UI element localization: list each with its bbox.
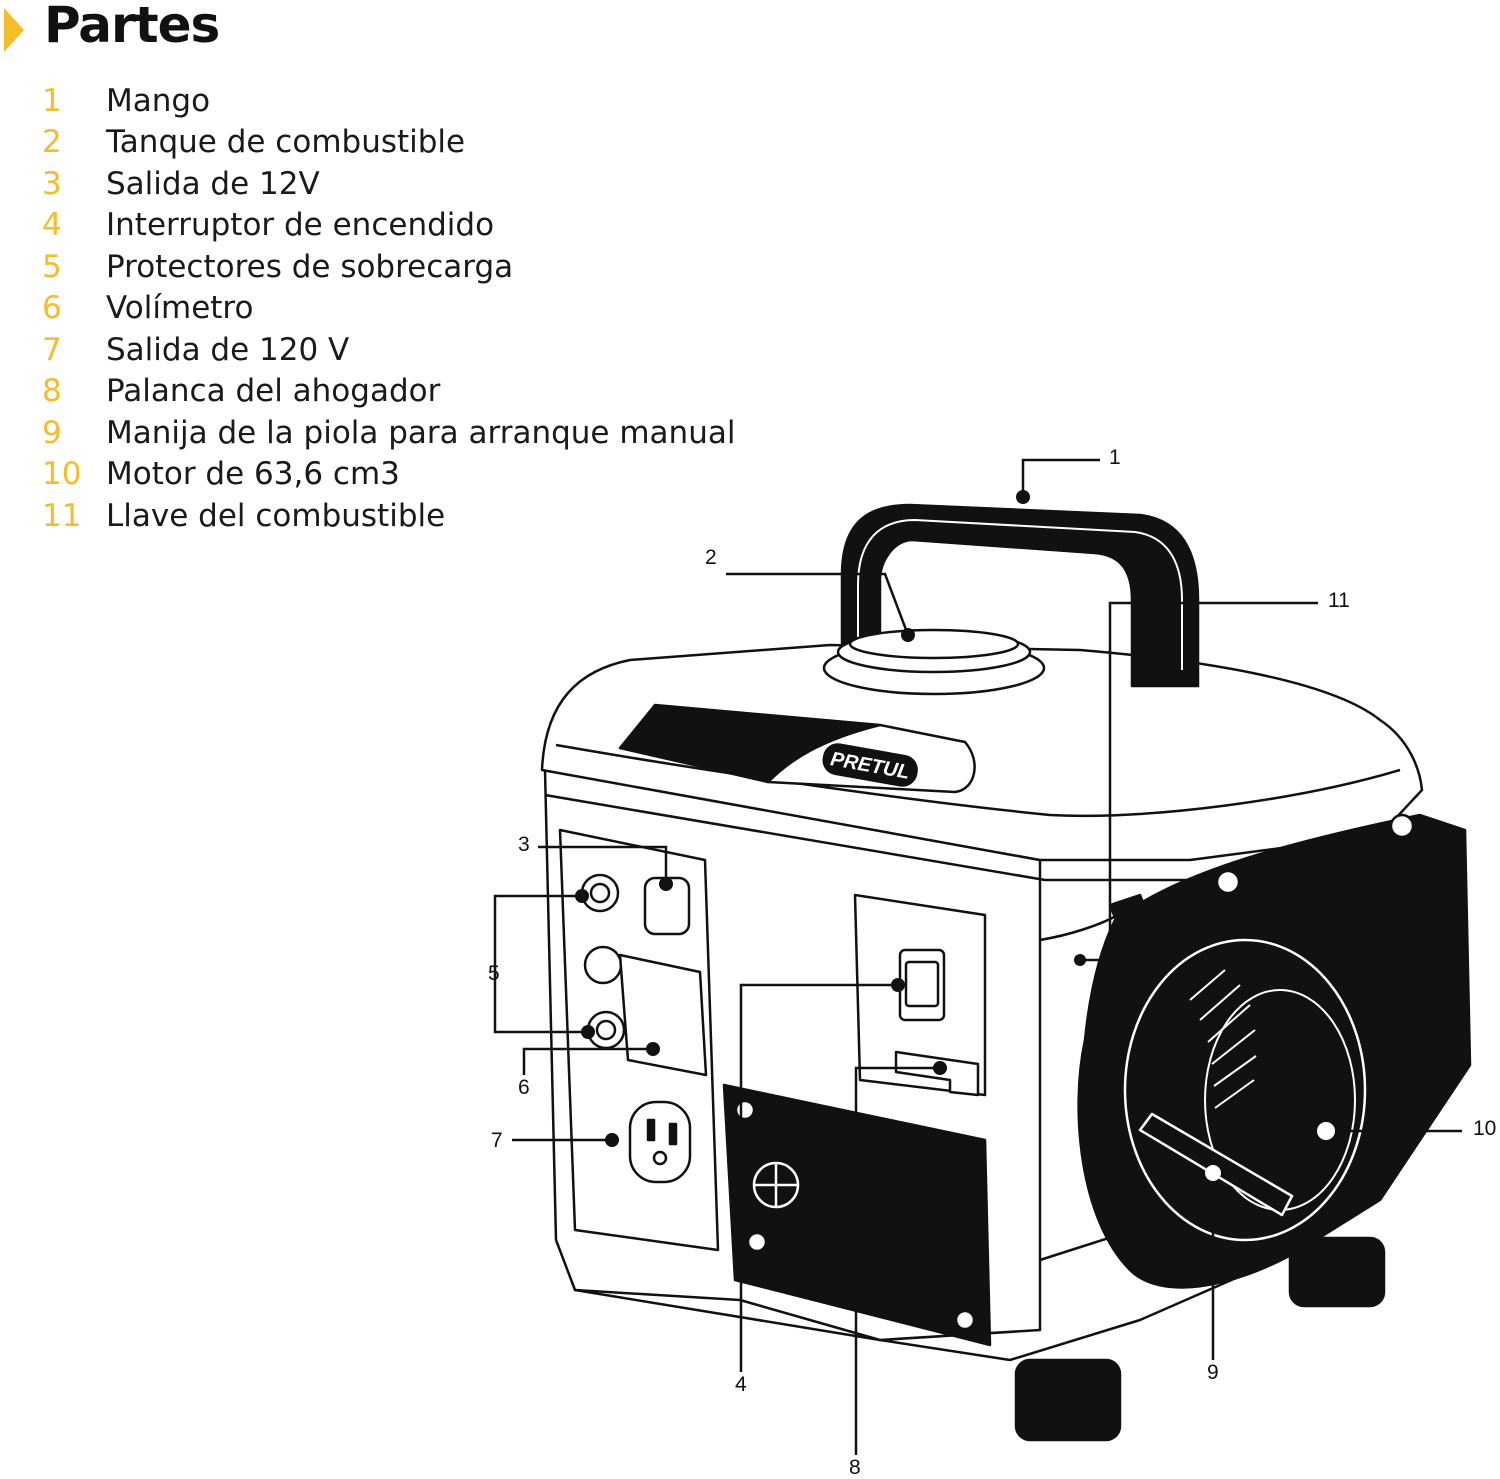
part-label: Mango [106, 82, 211, 119]
pull-handle [1138, 1112, 1294, 1217]
panel-screw-icon [746, 1231, 768, 1253]
panel-screw-icon [954, 1309, 976, 1331]
part-number: 6 [42, 290, 62, 327]
list-item: 1 Mango [42, 80, 735, 122]
gauge-ring [583, 945, 623, 985]
callout-10: 10 [1473, 1117, 1496, 1140]
list-item: 10 Motor de 63,6 cm3 [42, 454, 735, 496]
part-number: 8 [42, 373, 62, 410]
part-label: Palanca del ahogador [106, 373, 441, 410]
part-label: Protectores de sobrecarga [106, 248, 514, 285]
callout-8: 8 [849, 1456, 861, 1479]
callout-6: 6 [518, 1076, 530, 1099]
fuel-line [1039, 913, 1119, 942]
list-item: 2 Tanque de combustible [42, 122, 735, 164]
part-number: 5 [42, 248, 62, 285]
part-number: 3 [42, 165, 62, 202]
part-label: Llave del combustible [106, 497, 446, 534]
part-number: 7 [42, 331, 62, 368]
list-item: 7 Salida de 120 V [42, 329, 735, 371]
list-item: 8 Palanca del ahogador [42, 371, 735, 413]
callout-4: 4 [735, 1373, 747, 1396]
page-title: Partes [44, 0, 220, 54]
part-label: Motor de 63,6 cm3 [106, 456, 400, 493]
part-label: Salida de 12V [106, 165, 320, 202]
part-number: 9 [42, 414, 62, 451]
part-number: 4 [42, 207, 62, 244]
callout-11: 11 [1328, 589, 1350, 612]
fuel-cap [822, 628, 1046, 696]
bolt-icon [1215, 869, 1241, 895]
fuel-valve [1108, 893, 1152, 932]
callout-3: 3 [518, 833, 530, 856]
handle-highlight [857, 519, 1183, 670]
tank-shell [540, 643, 1424, 862]
generator-illustration [540, 503, 1472, 1442]
feet [1014, 1236, 1386, 1442]
callout-7: 7 [491, 1129, 503, 1152]
part-label: Salida de 120 V [106, 331, 350, 368]
starter-fins [1189, 969, 1257, 1109]
panel-screw-icon [734, 1099, 756, 1121]
title-arrow-icon [4, 8, 24, 52]
callout-numbers: 1 2 3 4 5 6 7 8 9 10 11 [488, 446, 1496, 1479]
part-label: Manija de la piola para arranque manual [106, 414, 736, 451]
list-item: 3 Salida de 12V [42, 163, 735, 205]
callout-1: 1 [1109, 446, 1121, 469]
part-number: 2 [42, 124, 62, 161]
callout-5: 5 [488, 962, 500, 985]
leader-lines [493, 458, 1462, 1455]
part-number: 11 [42, 497, 82, 534]
list-item: 9 Manija de la piola para arranque manual [42, 412, 735, 454]
callout-2: 2 [705, 546, 717, 569]
handle [840, 503, 1200, 688]
list-item: 4 Interruptor de encendido [42, 205, 735, 247]
list-item: 6 Volímetro [42, 288, 735, 330]
voltmeter-box [618, 953, 708, 1077]
list-item: 5 Protectores de sobrecarga [42, 246, 735, 288]
part-label: Tanque de combustible [106, 124, 466, 161]
callout-9: 9 [1207, 1361, 1219, 1384]
list-item: 11 Llave del combustible [42, 495, 735, 537]
part-number: 10 [42, 456, 82, 493]
tank-edge [555, 743, 1401, 818]
part-label: Interruptor de encendido [106, 207, 495, 244]
bolt-icon [1389, 813, 1415, 839]
outlet-120v [628, 1100, 692, 1184]
part-number: 1 [42, 82, 62, 119]
part-label: Volímetro [106, 290, 254, 327]
